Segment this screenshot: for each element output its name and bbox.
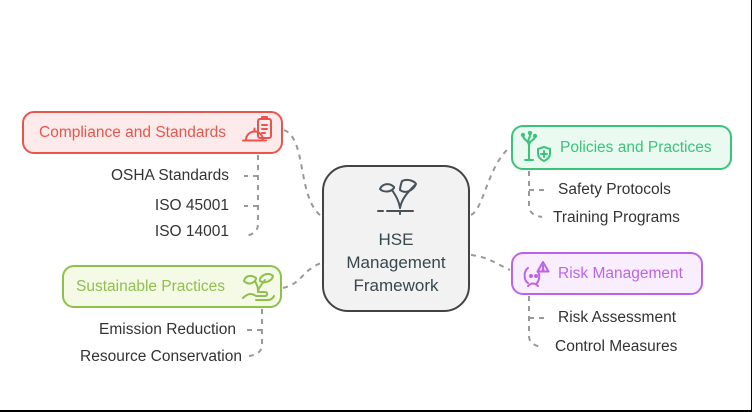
face-warning-icon	[518, 258, 550, 290]
trunk-sustainable	[248, 309, 263, 357]
link-risk-center	[470, 254, 511, 271]
center-node-hse-framework: HSE Management Framework	[322, 165, 470, 312]
child-control-measures: Control Measures	[555, 338, 678, 355]
branch-risk-management: Risk Management	[511, 252, 703, 295]
link-policies-center	[470, 146, 511, 216]
child-osha-standards: OSHA Standards	[110, 167, 229, 184]
branch-label: Risk Management	[558, 264, 683, 282]
seedling-icon	[372, 176, 420, 222]
center-label-line: Framework	[353, 276, 439, 295]
child-training-programs: Training Programs	[553, 209, 680, 226]
link-compliance-center	[283, 129, 322, 217]
tree-shield-plus-icon	[518, 130, 552, 165]
child-safety-protocols: Safety Protocols	[558, 181, 671, 198]
hardhat-clipboard-icon	[241, 115, 277, 151]
child-emission-reduction: Emission Reduction	[99, 321, 236, 338]
link-sustainable-center	[282, 262, 322, 289]
branch-label: Sustainable Practices	[76, 277, 226, 295]
branch-label: Compliance and Standards	[39, 123, 226, 141]
branch-sustainable-practices: Sustainable Practices	[62, 265, 282, 308]
branch-policies-and-practices: Policies and Practices	[511, 125, 732, 170]
branch-compliance-and-standards: Compliance and Standards	[22, 111, 283, 154]
child-risk-assessment: Risk Assessment	[558, 309, 677, 326]
trunk-policies	[528, 171, 543, 218]
child-iso-14001: ISO 14001	[154, 223, 229, 240]
trunk-risk	[528, 296, 543, 348]
hand-holding-leaves-icon	[241, 271, 275, 303]
child-resource-conservation: Resource Conservation	[80, 348, 242, 365]
child-iso-45001: ISO 45001	[154, 197, 229, 214]
trunk-compliance	[244, 155, 259, 237]
center-label-line: Management	[346, 253, 446, 272]
center-label-line: HSE	[378, 230, 414, 249]
branch-label: Policies and Practices	[560, 138, 712, 156]
